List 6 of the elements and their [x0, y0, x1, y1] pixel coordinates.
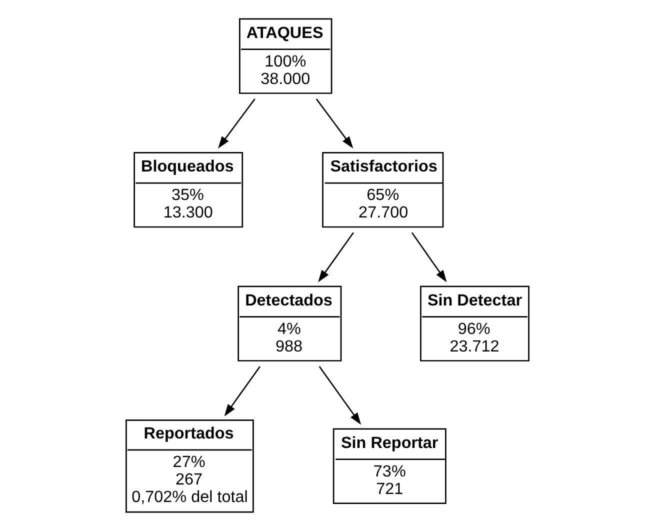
- arrow: [410, 232, 446, 282]
- arrow: [315, 98, 353, 148]
- arrow: [318, 366, 361, 425]
- arrow: [318, 232, 354, 282]
- arrow: [224, 366, 260, 416]
- arrow: [218, 98, 255, 148]
